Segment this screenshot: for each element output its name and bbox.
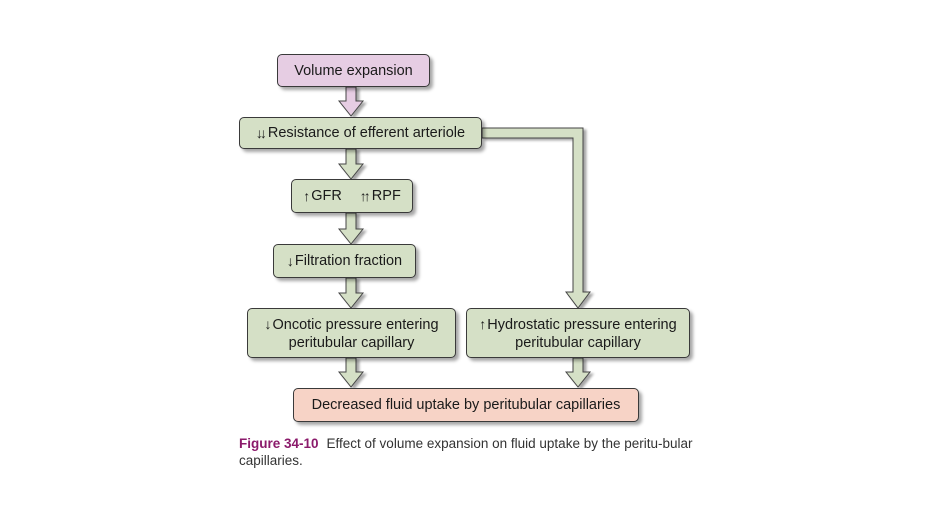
node-label-line2: peritubular capillary — [288, 334, 415, 351]
arrow-filtration-to-oncotic — [337, 277, 365, 309]
decrease-arrow-icon: ↓ — [286, 253, 294, 269]
node-label: Resistance of efferent arteriole — [267, 125, 466, 141]
figure-label: Figure 34-10 — [239, 436, 319, 451]
arrow-resistance-to-hydrostatic — [481, 127, 591, 309]
increase-arrows-icon: ↑↑ — [359, 188, 371, 204]
node-label: Volume expansion — [294, 62, 413, 79]
increase-arrow-icon: ↑ — [303, 188, 310, 204]
arrow-gfr-to-filtration — [337, 212, 365, 245]
node-label: Decreased fluid uptake by peritubular ca… — [311, 397, 621, 413]
node-label-line1: Oncotic pressure entering — [272, 316, 439, 333]
increase-arrow-icon: ↑ — [479, 315, 486, 332]
node-label-line1: Hydrostatic pressure entering — [487, 316, 677, 333]
arrow-volume-to-resistance — [337, 86, 365, 117]
node-volume-expansion: Volume expansion — [277, 54, 430, 87]
decrease-arrow-icon: ↓ — [264, 315, 271, 332]
node-hydrostatic-pressure: ↑Hydrostatic pressure entering peritubul… — [466, 308, 690, 358]
decrease-arrows-icon: ↓↓ — [255, 125, 267, 141]
caption-text: Effect of volume expansion on fluid upta… — [239, 436, 693, 468]
node-oncotic-pressure: ↓Oncotic pressure entering peritubular c… — [247, 308, 456, 358]
node-gfr-rpf: ↑ GFR ↑↑ RPF — [291, 179, 413, 213]
arrow-oncotic-to-uptake — [337, 357, 365, 388]
rpf-label: RPF — [371, 188, 401, 204]
node-filtration-fraction: ↓ Filtration fraction — [273, 244, 416, 278]
node-decreased-fluid-uptake: Decreased fluid uptake by peritubular ca… — [293, 388, 639, 422]
node-label-line2: peritubular capillary — [515, 334, 641, 351]
gfr-label: GFR — [311, 188, 342, 204]
arrow-hydrostatic-to-uptake — [564, 357, 592, 388]
node-resistance-efferent-arteriole: ↓↓ Resistance of efferent arteriole — [239, 117, 482, 149]
node-label: Filtration fraction — [294, 253, 403, 269]
arrow-resistance-to-gfr — [337, 148, 365, 180]
